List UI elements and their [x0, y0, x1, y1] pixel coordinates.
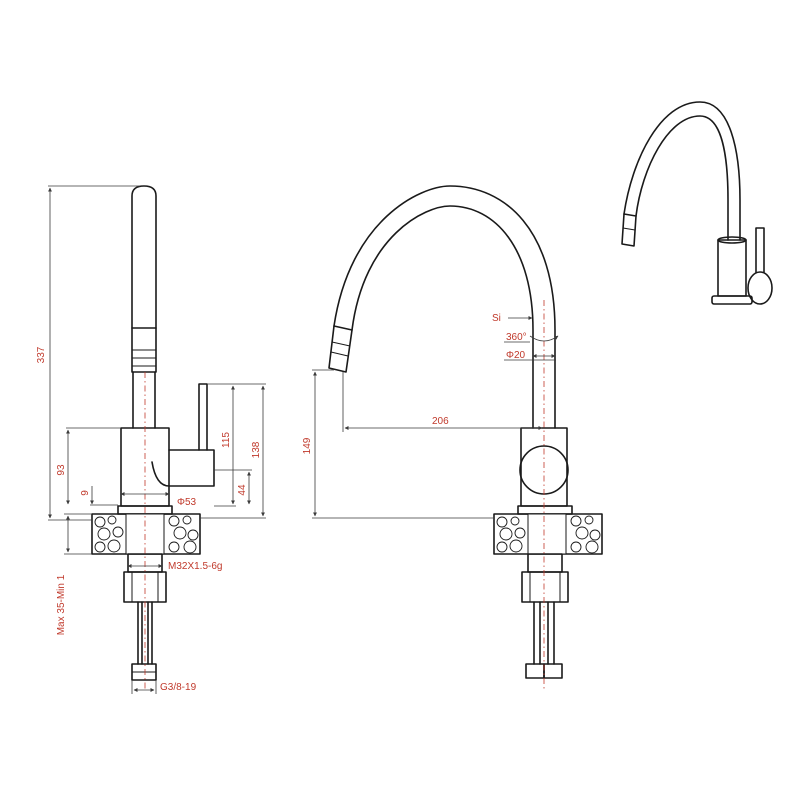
persp-body	[717, 239, 747, 297]
label-spout: Si	[492, 313, 501, 324]
persp-spout-inner	[635, 115, 729, 241]
side-body-tube	[132, 371, 156, 429]
front-base-plate	[517, 505, 573, 515]
front-shank	[527, 553, 563, 573]
dim-body-height: 93	[56, 464, 67, 476]
dim-countertop: Max 35-Min 1	[56, 574, 67, 635]
persp-lever-disc	[747, 271, 773, 305]
front-aerator	[328, 325, 353, 373]
dim-body-diameter: Φ53	[177, 497, 197, 508]
perspective-view	[621, 101, 773, 305]
front-view: Si 360° Φ20 206 149	[302, 185, 603, 690]
front-hoses	[533, 601, 555, 665]
front-mount-nut	[521, 571, 569, 603]
persp-aerator	[621, 213, 637, 247]
front-hose-connector-right	[543, 663, 563, 679]
front-spout-inner	[351, 205, 534, 429]
side-spout-tube	[131, 185, 157, 329]
front-hose-connector-left	[525, 663, 545, 679]
side-hoses	[137, 601, 153, 665]
persp-spout-outer	[623, 101, 741, 241]
front-spout-outer	[333, 185, 556, 429]
persp-base	[711, 295, 753, 305]
dim-mount-thread: M32X1.5-6g	[168, 561, 222, 572]
side-lever	[198, 383, 208, 451]
dim-height-total: 337	[36, 346, 47, 363]
persp-lever	[755, 227, 765, 273]
dim-base-height: 44	[237, 484, 248, 496]
dim-spout-height: 149	[302, 437, 313, 454]
dim-reach: 206	[432, 416, 449, 427]
side-view: 337 93 9 Max 35-Min 1 115 138 44 Φ53	[36, 185, 266, 694]
dim-overall-height: 138	[251, 441, 262, 458]
side-stones	[94, 515, 199, 554]
side-lever-housing	[168, 449, 215, 487]
dim-handle-height: 115	[221, 432, 232, 448]
label-rotation: 360°	[506, 332, 527, 343]
dim-hose-thread: G3/8-19	[160, 682, 197, 693]
front-stones	[496, 515, 601, 554]
dim-offset: 9	[80, 490, 91, 496]
label-aerator-diameter: Φ20	[506, 350, 526, 361]
